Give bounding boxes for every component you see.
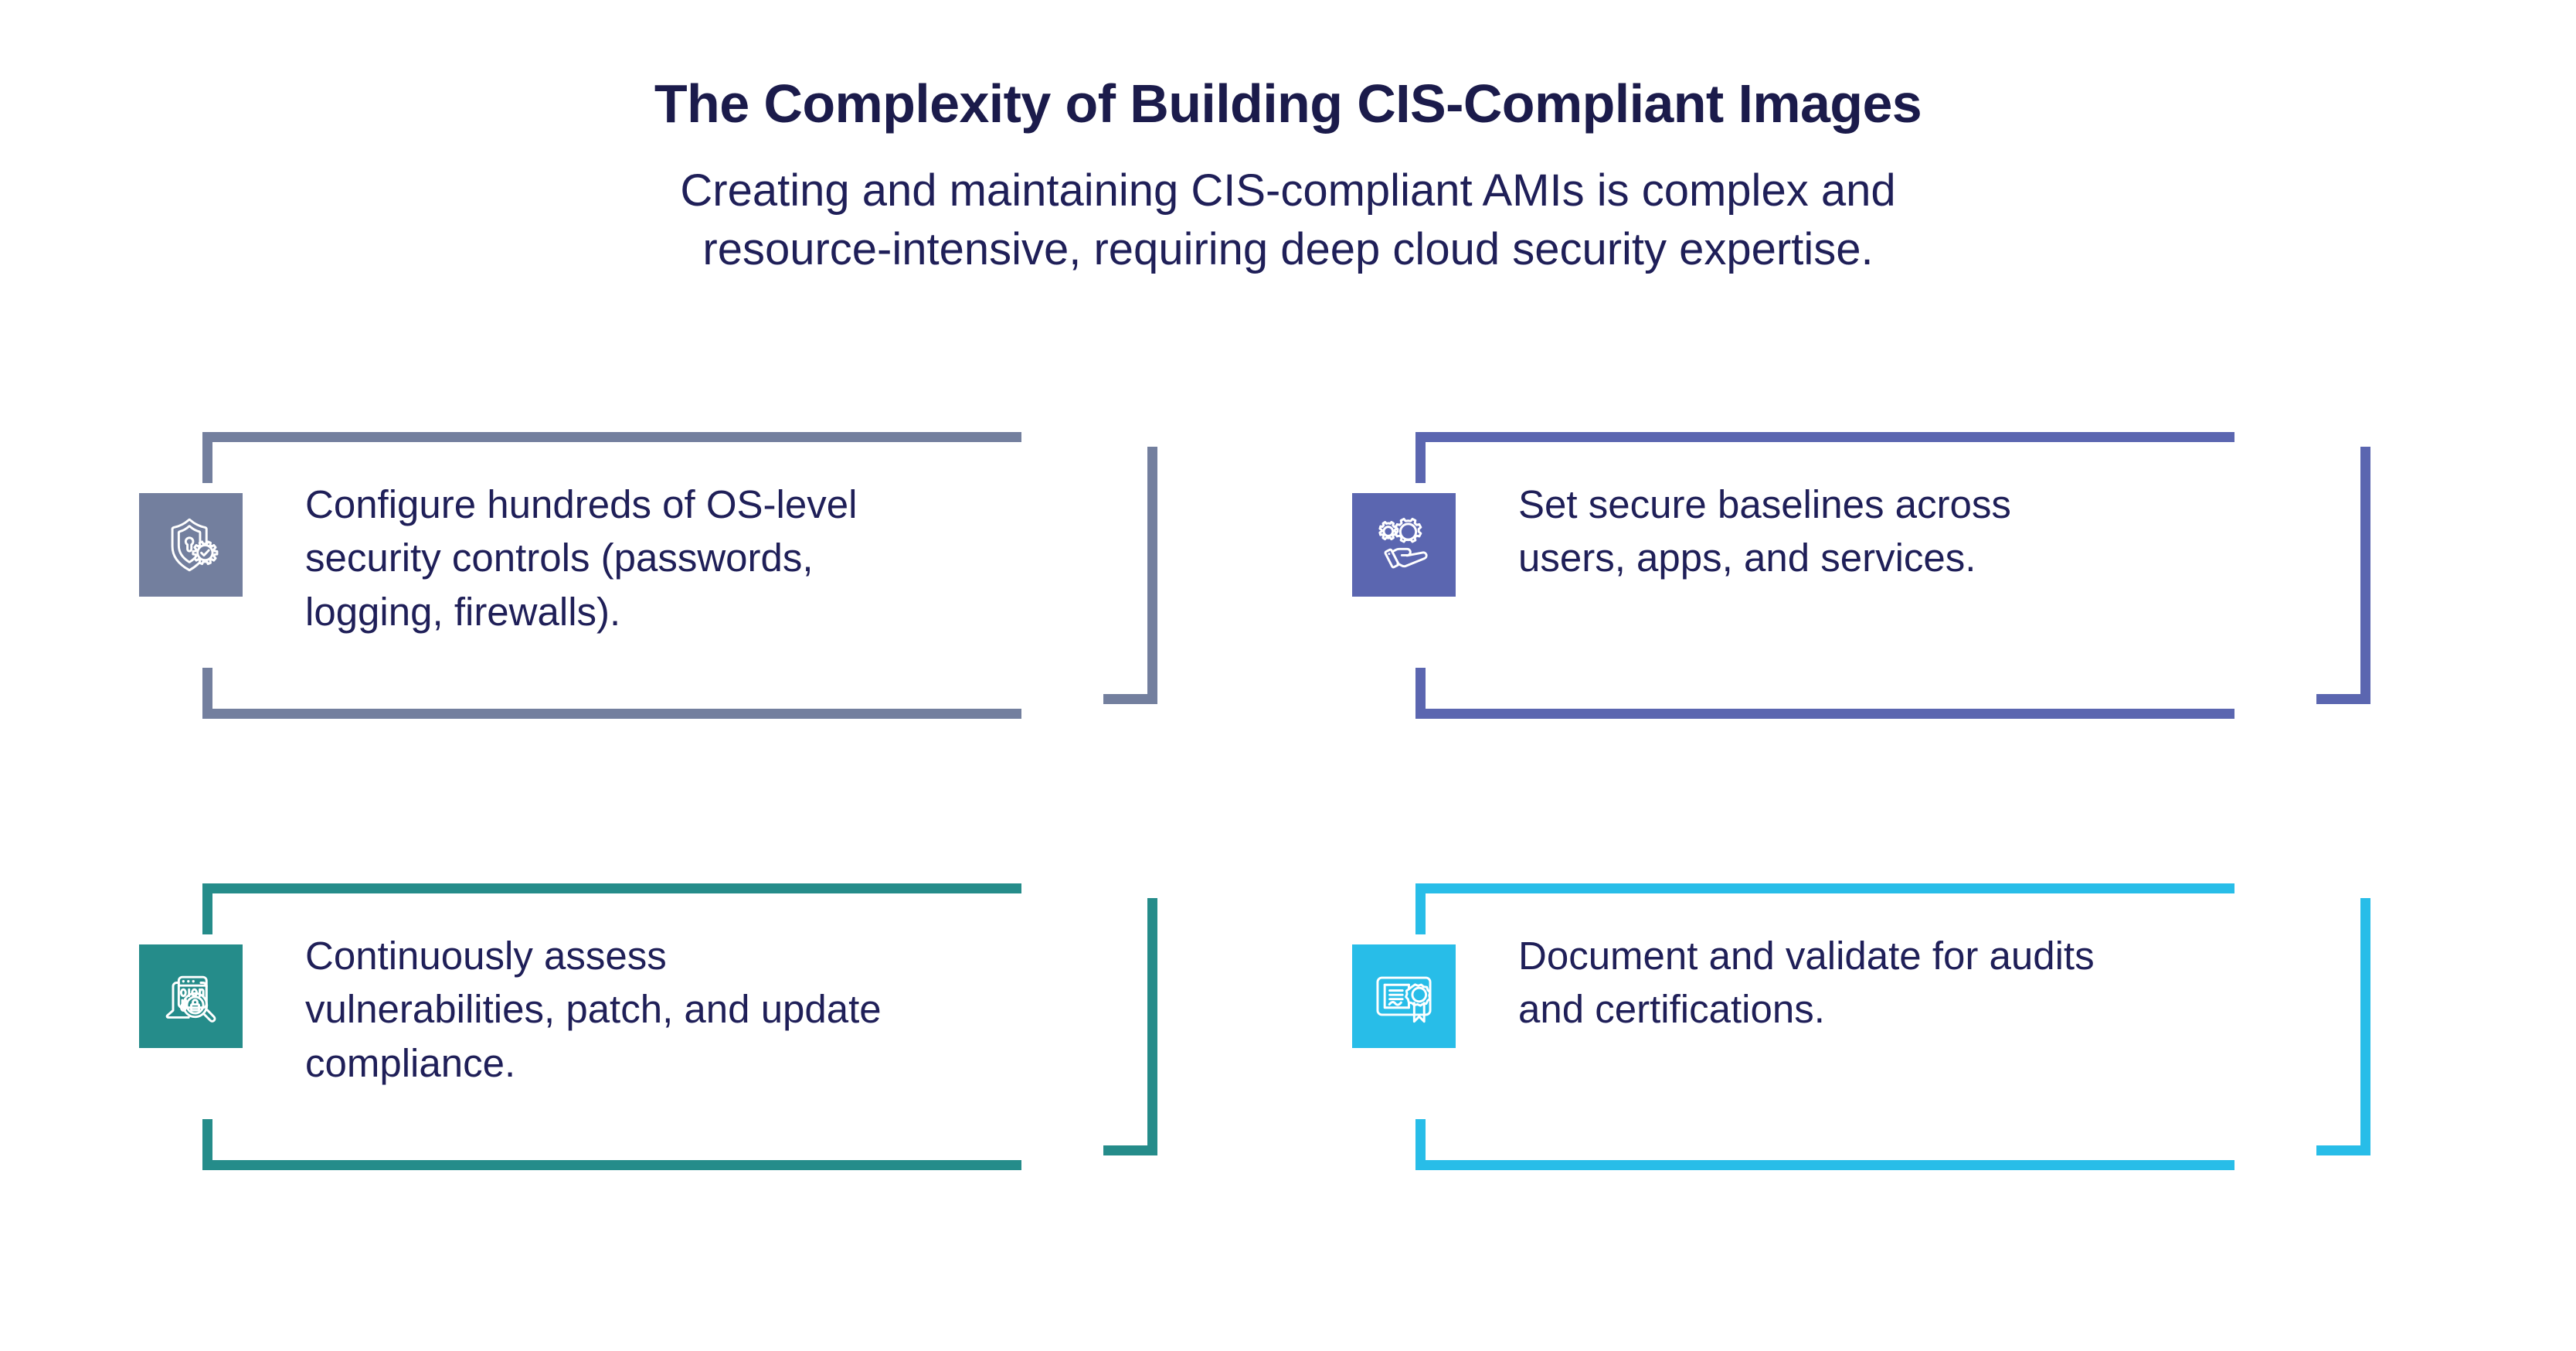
bracket-right-foot xyxy=(2316,694,2370,704)
bracket-right-foot xyxy=(1103,694,1157,704)
card-text-line: logging, firewalls). xyxy=(305,589,621,634)
bracket-right-bar xyxy=(1147,898,1157,1155)
bracket-top-bar xyxy=(202,432,1021,442)
bracket-left-top-stub xyxy=(1415,883,1426,934)
bracket-left-top-stub xyxy=(1415,432,1426,483)
bracket-top-bar xyxy=(202,883,1021,893)
page-subtitle-line-1: Creating and maintaining CIS-compliant A… xyxy=(680,165,1896,216)
hand-holding-gears-icon xyxy=(1352,493,1456,597)
bracket-left-bottom-stub xyxy=(202,668,212,719)
bracket-right-foot xyxy=(2316,1145,2370,1155)
page-subtitle-line-2: resource-intensive, requiring deep cloud… xyxy=(702,223,1874,274)
bracket-left-bottom-stub xyxy=(1415,668,1426,719)
bracket-bottom-bar xyxy=(202,709,1021,719)
card-text: Configure hundreds of OS-level security … xyxy=(305,478,1147,638)
bracket-top-bar xyxy=(1415,432,2234,442)
bracket-bottom-bar xyxy=(1415,1160,2234,1170)
card-document-validate-audits: Document and validate for audits and cer… xyxy=(1352,853,2465,1217)
bracket-top-bar xyxy=(1415,883,2234,893)
card-text-line: vulnerabilities, patch, and update xyxy=(305,987,882,1032)
card-os-level-controls: Configure hundreds of OS-level security … xyxy=(139,402,1252,765)
bracket-left-bottom-stub xyxy=(1415,1119,1426,1170)
bracket-right-bar xyxy=(2360,447,2370,704)
card-text-line: compliance. xyxy=(305,1040,516,1085)
card-text-line: Set secure baselines across xyxy=(1518,482,2011,526)
certificate-award-ribbon-icon xyxy=(1352,944,1456,1048)
bracket-right-bar xyxy=(1147,447,1157,704)
card-text-line: users, apps, and services. xyxy=(1518,536,1976,580)
card-text-line: security controls (passwords, xyxy=(305,536,814,580)
code-window-magnifier-lock-icon xyxy=(139,944,243,1048)
card-text-line: Document and validate for audits xyxy=(1518,934,2095,978)
card-secure-baselines: Set secure baselines across users, apps,… xyxy=(1352,402,2465,765)
bracket-bottom-bar xyxy=(202,1160,1021,1170)
bracket-right-bar xyxy=(2360,898,2370,1155)
bracket-left-top-stub xyxy=(202,883,212,934)
bracket-bottom-bar xyxy=(1415,709,2234,719)
card-text: Continuously assess vulnerabilities, pat… xyxy=(305,929,1147,1090)
page-subtitle: Creating and maintaining CIS-compliant A… xyxy=(454,134,2122,278)
page-title: The Complexity of Building CIS-Compliant… xyxy=(654,73,1922,134)
shield-lock-gear-check-icon xyxy=(139,493,243,597)
card-text-line: Continuously assess xyxy=(305,934,667,978)
card-text: Document and validate for audits and cer… xyxy=(1518,929,2360,1036)
bracket-left-top-stub xyxy=(202,432,212,483)
header: The Complexity of Building CIS-Compliant… xyxy=(0,0,2576,278)
card-assess-vulnerabilities: Continuously assess vulnerabilities, pat… xyxy=(139,853,1252,1217)
card-text-line: Configure hundreds of OS-level xyxy=(305,482,858,526)
bracket-left-bottom-stub xyxy=(202,1119,212,1170)
card-text: Set secure baselines across users, apps,… xyxy=(1518,478,2360,585)
card-text-line: and certifications. xyxy=(1518,987,1825,1032)
bracket-right-foot xyxy=(1103,1145,1157,1155)
